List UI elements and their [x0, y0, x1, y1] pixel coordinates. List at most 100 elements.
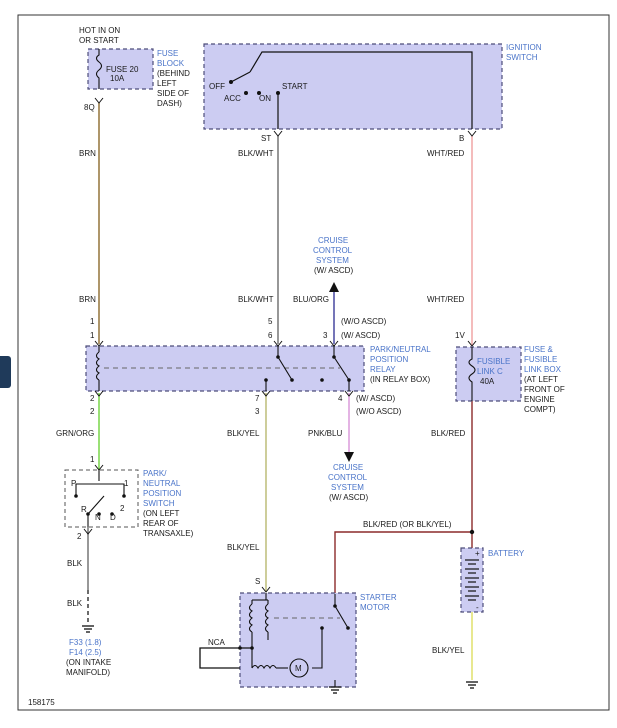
- connector-icon: [467, 340, 477, 347]
- relay-pin-3b: 3: [255, 407, 260, 416]
- cruise-bottom-3: SYSTEM: [331, 483, 364, 492]
- ground-icon: [329, 680, 341, 694]
- relay-note-w-ascd-top: (W/ ASCD): [341, 331, 380, 340]
- fusible-link-title-1: FUSE &: [524, 345, 554, 354]
- fuse-block-loc-3: SIDE OF: [157, 89, 189, 98]
- coil-icon: [248, 603, 253, 633]
- relay-pin-1a: 1: [90, 317, 95, 326]
- pn-p: P: [71, 479, 76, 488]
- ground-left-4: MANIFOLD): [66, 668, 110, 677]
- fuse-icon: [95, 49, 103, 89]
- label-blk-lower: BLK: [67, 599, 83, 608]
- pn-switch-blade: [87, 495, 105, 515]
- pn-contact-p: [74, 494, 78, 498]
- relay-note-w-ascd-bot: (W/ ASCD): [356, 394, 395, 403]
- battery-minus: -: [476, 603, 479, 612]
- motor-label: M: [295, 664, 302, 673]
- ignition-blade: [230, 71, 251, 83]
- ignition-bus: [249, 51, 473, 129]
- fusible-link-box: [455, 346, 522, 402]
- label-blk-wht-lower: BLK/WHT: [238, 295, 274, 304]
- fusible-link-loc-3: ENGINE: [524, 395, 555, 404]
- connector-icon: [344, 390, 354, 397]
- fuse-icon: [468, 347, 476, 401]
- label-brn-upper: BRN: [79, 149, 96, 158]
- cruise-bottom-4: (W/ ASCD): [329, 493, 368, 502]
- connector-icon: [261, 390, 271, 397]
- starter-nca: NCA: [208, 638, 226, 647]
- connector-icon: [83, 528, 93, 535]
- pn-one: 1: [124, 479, 129, 488]
- pn-switch-bus: [75, 483, 125, 496]
- label-wht-red-upper: WHT/RED: [427, 149, 465, 158]
- battery-cells-icon: [465, 559, 479, 601]
- pn-switch: [64, 469, 139, 528]
- ignition-pos-start: START: [282, 82, 308, 91]
- pn-n: N: [95, 513, 101, 522]
- cruise-top-1: CRUISE: [318, 236, 348, 245]
- relay-title-2: POSITION: [370, 355, 408, 364]
- pn-contact-n: [97, 512, 101, 516]
- starter-switch-contact-no: [346, 626, 350, 630]
- relay-pin-6: 6: [268, 331, 273, 340]
- ignition-pin-st: ST: [261, 134, 271, 143]
- coil-icon: [264, 603, 269, 633]
- arrow-up-icon: [329, 282, 339, 292]
- motor-icon: [289, 658, 309, 678]
- diagram-frame: [17, 14, 610, 711]
- fuse-block-loc-4: DASH): [157, 99, 182, 108]
- label-blk-upper: BLK: [67, 559, 83, 568]
- ignition-pos-off: OFF: [209, 82, 225, 91]
- label-brn-lower: BRN: [79, 295, 96, 304]
- label-blk-yel-lower: BLK/YEL: [227, 543, 260, 552]
- pn-title-4: SWITCH: [143, 499, 175, 508]
- relay-pin-2b: 2: [90, 407, 95, 416]
- battery-plus: +: [475, 549, 480, 558]
- fuse-pin: 8Q: [84, 103, 95, 112]
- cruise-top-2: CONTROL: [313, 246, 353, 255]
- ground-icon: [466, 681, 478, 689]
- pn-title-2: NEUTRAL: [143, 479, 181, 488]
- field-coil-icon: [251, 664, 277, 670]
- side-panel-tab[interactable]: [0, 356, 11, 388]
- starter-title-1: STARTER: [360, 593, 397, 602]
- relay-switch2-contact-nc: [320, 378, 324, 382]
- diagram-id: 158175: [28, 698, 55, 707]
- pn-pin-top: 1: [90, 455, 95, 464]
- fuse-block-title-1: FUSE: [157, 49, 178, 58]
- splice-dot: [469, 529, 475, 535]
- relay-title-3: RELAY: [370, 365, 396, 374]
- ground-icon: [82, 625, 94, 633]
- fusible-link-name-2: LINK C: [477, 367, 503, 376]
- relay-title-1: PARK/NEUTRAL: [370, 345, 431, 354]
- ground-left-3: (ON INTAKE: [66, 658, 111, 667]
- fuse-hot-note-1: HOT IN ON: [79, 26, 120, 35]
- coil-icon: [95, 351, 100, 381]
- ignition-pos-acc: ACC: [224, 94, 241, 103]
- cruise-top-4: (W/ ASCD): [314, 266, 353, 275]
- fusible-link-name-1: FUSIBLE: [477, 357, 510, 366]
- relay-pin-7: 7: [255, 394, 260, 403]
- relay-note-wo-ascd-bot: (W/O ASCD): [356, 407, 402, 416]
- fusible-link-title-2: FUSIBLE: [524, 355, 557, 364]
- pn-loc-1: (ON LEFT: [143, 509, 180, 518]
- fuse-block-loc-1: (BEHIND: [157, 69, 190, 78]
- label-blk-red-or: BLK/RED (OR BLK/YEL): [363, 520, 452, 529]
- fuse-hot-note-2: OR START: [79, 36, 119, 45]
- starter-switch-blade: [334, 605, 349, 629]
- connector-icon: [467, 130, 477, 137]
- cruise-bottom-2: CONTROL: [328, 473, 368, 482]
- fuse-rating: 10A: [110, 74, 125, 83]
- relay-pin-2a: 2: [90, 394, 95, 403]
- relay-switch1-contact-no: [290, 378, 294, 382]
- label-blk-yel-upper: BLK/YEL: [227, 429, 260, 438]
- ignition-title-2: SWITCH: [506, 53, 538, 62]
- arrow-down-icon: [344, 452, 354, 462]
- pn-pin-bottom: 2: [77, 532, 82, 541]
- pn-loc-3: TRANSAXLE): [143, 529, 194, 538]
- wire-blk-red-starter: [334, 531, 472, 594]
- fuse-block-title-2: BLOCK: [157, 59, 185, 68]
- pn-d: D: [110, 513, 116, 522]
- relay-pin-3: 3: [323, 331, 328, 340]
